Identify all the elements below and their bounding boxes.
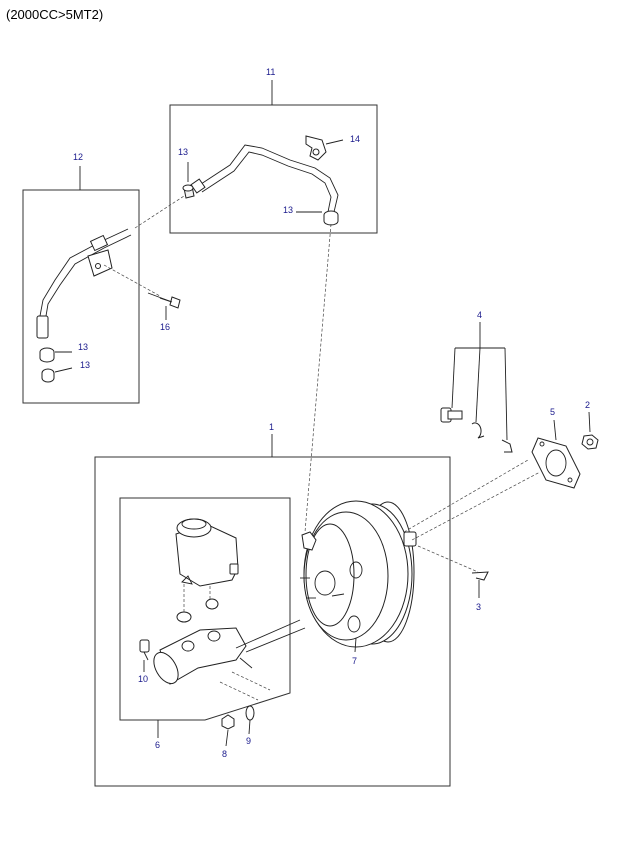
hose-clamp-part-13b [323, 210, 339, 226]
nut-part-2 [581, 434, 599, 450]
callout-6: 6 [155, 740, 160, 750]
master-cylinder-body-part-6b [153, 627, 253, 685]
callout-8: 8 [222, 749, 227, 759]
hose-bracket-part-14 [305, 135, 327, 161]
callout-12: 12 [73, 152, 83, 162]
brake-booster-part-7 [300, 500, 417, 648]
group-box-6 [119, 497, 291, 721]
washer-part-9 [245, 705, 255, 721]
callout-2: 2 [585, 400, 590, 410]
callout-13a: 13 [178, 147, 188, 157]
hose-clamp-part-13a [182, 184, 195, 199]
group-box-12 [22, 189, 140, 404]
callout-13d: 13 [80, 360, 90, 370]
bolt-part-16 [147, 292, 181, 309]
hose-clamp-part-13d [41, 368, 55, 383]
callout-11: 11 [266, 67, 275, 77]
group-box-1 [94, 456, 451, 787]
callout-5: 5 [550, 407, 555, 417]
callout-10: 10 [138, 674, 148, 684]
snap-pin-part-3 [471, 571, 489, 581]
callout-7: 7 [352, 656, 357, 666]
callout-14: 14 [350, 134, 360, 144]
nut-part-8 [221, 714, 235, 730]
vacuum-hose-part-11 [190, 144, 339, 213]
fitting-part-10 [139, 639, 150, 661]
callout-9: 9 [246, 736, 251, 746]
callout-16: 16 [160, 322, 170, 332]
clevis-pin-part-4 [440, 407, 513, 453]
vacuum-pipe-part-12 [36, 228, 132, 339]
group-box-11 [169, 104, 378, 234]
callout-4: 4 [477, 310, 482, 320]
diagram-title: (2000CC>5MT2) [6, 7, 104, 22]
callout-3: 3 [476, 602, 481, 612]
hose-clamp-part-13c [39, 347, 55, 363]
callout-13c: 13 [78, 342, 88, 352]
reservoir-seal-part-6a [176, 598, 219, 623]
callout-13b: 13 [283, 205, 293, 215]
master-cylinder-reservoir-part-6 [175, 518, 239, 587]
callout-1: 1 [269, 422, 274, 432]
gasket-part-5 [531, 437, 581, 489]
